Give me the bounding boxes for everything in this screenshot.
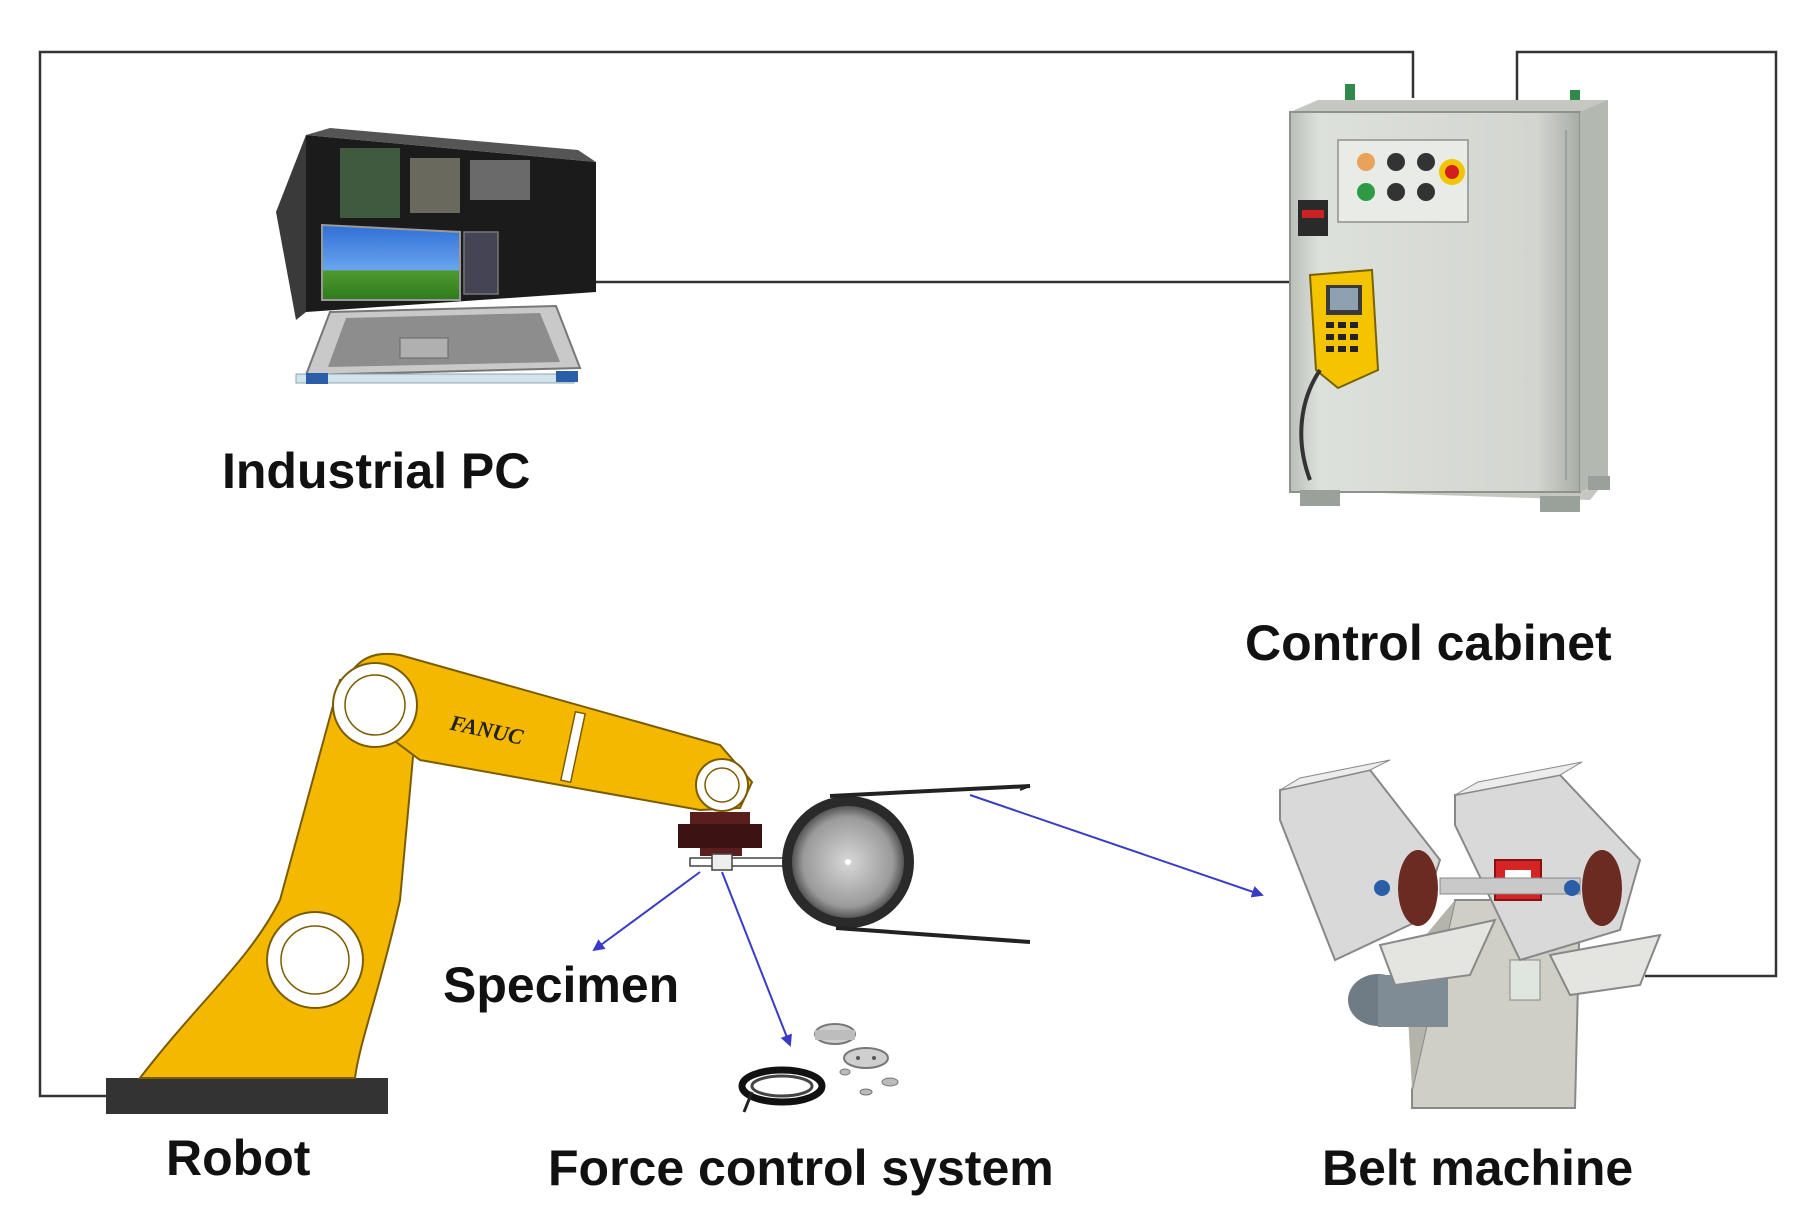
belt-wheel-icon: [782, 784, 1031, 944]
control-cabinet-label: Control cabinet: [1245, 615, 1612, 671]
arrow-to-specimen: [592, 871, 701, 952]
force-control-system-label: Force control system: [548, 1140, 1054, 1196]
specimen-label: Specimen: [443, 957, 680, 1013]
wire-cabinet-to-belt: [1515, 50, 1778, 978]
wire-robot-to-cabinet: [38, 50, 1415, 1098]
robot-icon: FANUC: [106, 652, 791, 1114]
industrial-pc-icon: [276, 128, 596, 384]
robot-label: Robot: [166, 1130, 311, 1186]
arrow-to-force-control: [721, 871, 792, 1047]
callout-arrows: [592, 794, 1264, 1047]
force-control-system-icon: [738, 1023, 899, 1113]
arrow-to-belt-machine: [969, 794, 1264, 898]
connection-wires: [38, 50, 1778, 1098]
belt-machine-label: Belt machine: [1322, 1140, 1634, 1196]
industrial-pc-label: Industrial PC: [222, 443, 531, 499]
belt-machine-icon: [1279, 759, 1662, 1109]
control-cabinet-icon: [1289, 84, 1610, 512]
robot-base: [106, 1078, 388, 1114]
